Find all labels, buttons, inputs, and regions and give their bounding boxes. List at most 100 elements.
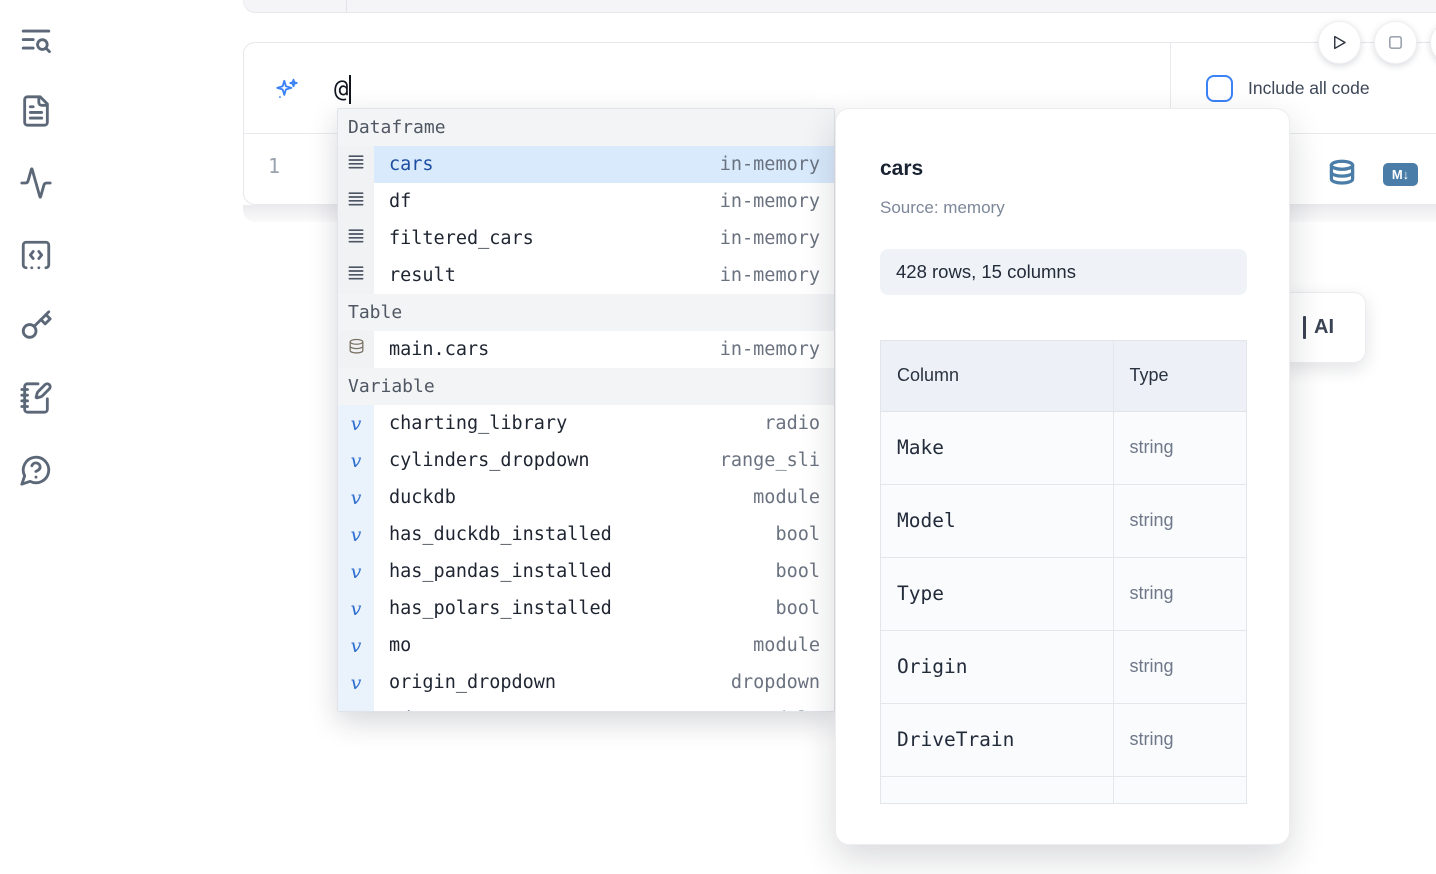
- stop-button[interactable]: [1374, 21, 1417, 64]
- schema-column-name: Make: [881, 411, 1113, 485]
- variable-icon: v: [350, 486, 362, 509]
- rows-icon: [346, 189, 366, 214]
- completion-item-name: pd: [389, 709, 411, 711]
- completion-item[interactable]: filtered_cars in-memory: [338, 220, 834, 257]
- stop-icon: [1389, 36, 1402, 49]
- completion-item[interactable]: v has_duckdb_installed bool: [338, 516, 834, 553]
- completion-item-name: result: [389, 265, 456, 286]
- schema-column-type: string: [1112, 411, 1246, 485]
- variable-icon: v: [350, 597, 362, 620]
- completion-item-gutter: v: [338, 479, 374, 516]
- completion-item-gutter: [338, 220, 374, 257]
- completion-item-meta: in-memory: [719, 265, 820, 286]
- table-row-partial: [881, 776, 1246, 803]
- schema-column-name: Model: [881, 484, 1113, 558]
- completion-item-meta: in-memory: [719, 191, 820, 212]
- notebook-pen-icon[interactable]: [17, 379, 55, 417]
- text-cursor: [349, 74, 352, 104]
- completion-item-gutter: v: [338, 664, 374, 701]
- completion-item-name: charting_library: [389, 413, 568, 434]
- preview-title: cars: [880, 157, 924, 180]
- completion-item-name: cylinders_dropdown: [389, 450, 590, 471]
- rows-icon: [346, 226, 366, 251]
- table-row: Model string: [881, 484, 1246, 558]
- completion-item-name: has_pandas_installed: [389, 561, 612, 582]
- completion-item-name: duckdb: [389, 487, 456, 508]
- play-icon: [1334, 35, 1346, 50]
- key-icon[interactable]: [17, 307, 55, 345]
- completion-item-name: filtered_cars: [389, 228, 534, 249]
- completion-item-meta: module: [753, 487, 820, 508]
- variable-icon: v: [350, 634, 362, 657]
- completion-section-header: Variable: [338, 368, 834, 405]
- completion-item-gutter: [338, 331, 374, 368]
- completion-item-meta: module: [753, 635, 820, 656]
- ai-button-fragment[interactable]: AI: [1280, 292, 1366, 363]
- completion-item-name: has_polars_installed: [389, 598, 612, 619]
- database-icon[interactable]: [1327, 158, 1357, 190]
- left-sidebar: [0, 0, 72, 874]
- variable-icon: v: [350, 523, 362, 546]
- text-search-icon[interactable]: [17, 22, 55, 60]
- completion-item-gutter: v: [338, 442, 374, 479]
- completion-item-meta: bool: [775, 598, 820, 619]
- completion-item-meta: radio: [764, 413, 820, 434]
- ai-card-label: AI: [1314, 316, 1334, 338]
- completion-item-name: df: [389, 191, 412, 212]
- dataframe-preview-panel: cars Source: memory 428 rows, 15 columns…: [835, 108, 1290, 845]
- ai-prompt-input[interactable]: @: [334, 67, 1154, 111]
- run-button[interactable]: [1318, 21, 1361, 64]
- include-all-code-label: Include all code: [1248, 78, 1370, 98]
- file-document-icon[interactable]: [17, 92, 55, 130]
- completion-item-meta: bool: [775, 524, 820, 545]
- completion-section-header: Table: [338, 294, 834, 331]
- completion-item-gutter: v: [338, 590, 374, 627]
- completion-item[interactable]: v cylinders_dropdown range_sli: [338, 442, 834, 479]
- completion-item[interactable]: result in-memory: [338, 257, 834, 294]
- completion-item[interactable]: main.cars in-memory: [338, 331, 834, 368]
- schema-column-type: string: [1112, 703, 1246, 777]
- schema-column-name: DriveTrain: [881, 703, 1113, 777]
- divider: [1170, 43, 1171, 134]
- prompt-text: @: [334, 75, 349, 103]
- help-chat-icon[interactable]: [17, 451, 55, 489]
- completion-item[interactable]: v charting_library radio: [338, 405, 834, 442]
- activity-icon[interactable]: [17, 164, 55, 202]
- completion-item-gutter: v: [338, 553, 374, 590]
- previous-cell-footer: [243, 0, 1436, 13]
- completion-item[interactable]: df in-memory: [338, 183, 834, 220]
- rows-icon: [346, 263, 366, 288]
- variable-icon: v: [350, 449, 362, 472]
- database-icon: [347, 337, 366, 362]
- markdown-icon[interactable]: M↓: [1383, 162, 1418, 186]
- schema-column-type: [1112, 776, 1246, 803]
- completion-item[interactable]: v mo module: [338, 627, 834, 664]
- code-editor-row[interactable]: 1 M↓: [244, 134, 1436, 205]
- completion-item-gutter: [338, 257, 374, 294]
- completion-item[interactable]: cars in-memory: [338, 146, 834, 183]
- completion-item-gutter: v: [338, 627, 374, 664]
- include-all-code-checkbox[interactable]: [1206, 75, 1233, 102]
- completion-item-meta: dropdown: [730, 672, 820, 693]
- table-row: DriveTrain string: [881, 703, 1246, 777]
- completion-section-header: Dataframe: [338, 109, 834, 146]
- preview-shape-badge: 428 rows, 15 columns: [880, 249, 1247, 295]
- completion-item-gutter: [338, 183, 374, 220]
- completion-item[interactable]: v has_polars_installed bool: [338, 590, 834, 627]
- table-row: Type string: [881, 557, 1246, 631]
- variable-icon: v: [350, 671, 362, 694]
- variable-icon: v: [350, 412, 362, 435]
- schema-column-name: [881, 776, 1113, 803]
- completion-item-gutter: v: [338, 405, 374, 442]
- table-row: Make string: [881, 411, 1246, 485]
- completion-item-meta: in-memory: [719, 154, 820, 175]
- completion-item[interactable]: v pd module: [338, 701, 834, 711]
- completion-item[interactable]: v duckdb module: [338, 479, 834, 516]
- ai-sparkle-icon: [274, 77, 300, 103]
- code-snippet-icon[interactable]: [17, 236, 55, 274]
- completion-item-name: main.cars: [389, 339, 490, 360]
- completion-item-name: origin_dropdown: [389, 672, 557, 693]
- completion-item[interactable]: v has_pandas_installed bool: [338, 553, 834, 590]
- completion-item[interactable]: v origin_dropdown dropdown: [338, 664, 834, 701]
- schema-column-name: Type: [881, 557, 1113, 631]
